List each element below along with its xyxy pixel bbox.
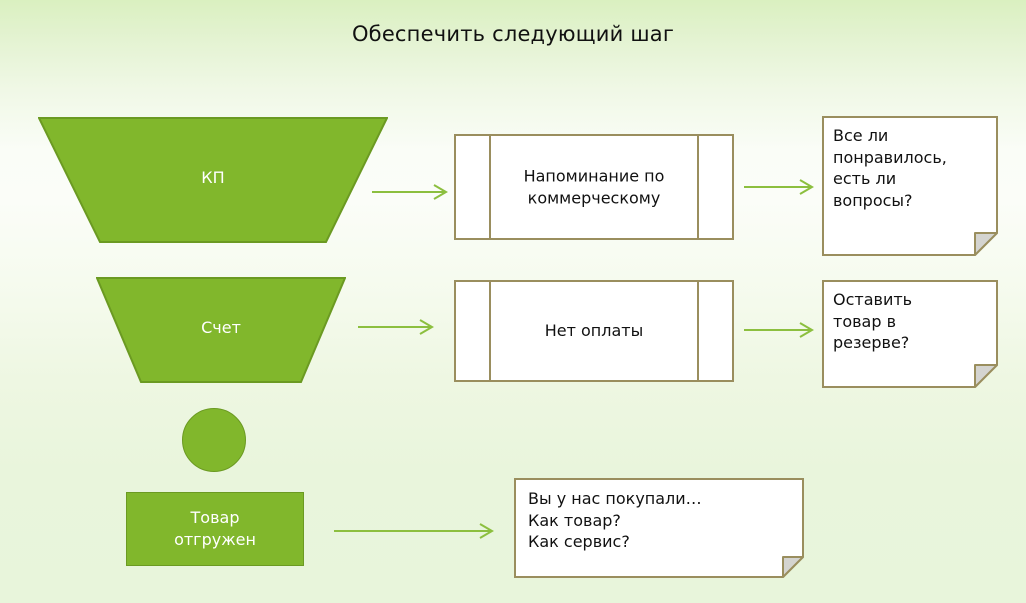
process-no-payment-shape[interactable]: Нет оплаты — [454, 280, 734, 382]
folded-note-icon — [514, 478, 804, 578]
stage-kp-shape[interactable]: КП — [38, 116, 388, 244]
stage-schet-shape[interactable]: Счет — [96, 276, 346, 384]
folded-note-icon — [822, 116, 998, 256]
process-right-bar-icon — [697, 136, 699, 238]
arrow-right-icon — [334, 523, 494, 539]
stage-circle-shape[interactable] — [182, 408, 246, 472]
folded-note-icon — [822, 280, 998, 388]
stage-shipped-shape[interactable]: Товар отгружен — [126, 492, 304, 566]
arrow-nopayment-to-reserve — [744, 318, 816, 342]
note-feedback-questions-label: Все ли понравилось, есть ли вопросы? — [833, 126, 947, 210]
stage-shipped-label: Товар отгружен — [174, 508, 256, 549]
arrow-shipped-to-followup — [334, 519, 496, 543]
arrow-right-icon — [358, 319, 434, 335]
arrow-right-icon — [744, 322, 814, 338]
process-left-bar-icon — [489, 136, 491, 238]
note-purchase-followup-shape[interactable]: Вы у нас покупали… Как товар? Как сервис… — [514, 478, 804, 578]
arrow-right-icon — [744, 179, 814, 195]
trapezoid-icon — [96, 277, 346, 383]
note-feedback-questions-shape[interactable]: Все ли понравилось, есть ли вопросы? — [822, 116, 998, 256]
process-reminder-shape[interactable]: Напоминание по коммерческому — [454, 134, 734, 240]
process-right-bar-icon — [697, 282, 699, 380]
page-title: Обеспечить следующий шаг — [351, 22, 675, 46]
process-reminder-label: Напоминание по коммерческому — [523, 166, 665, 207]
trapezoid-icon — [38, 117, 388, 243]
arrow-schet-to-nopayment — [358, 315, 436, 339]
arrow-reminder-to-feedback — [744, 175, 816, 199]
process-no-payment-label: Нет оплаты — [544, 321, 644, 341]
arrow-kp-to-reminder — [372, 180, 450, 204]
arrow-right-icon — [372, 184, 448, 200]
note-reserve-label: Оставить товар в резерве? — [833, 290, 913, 353]
process-left-bar-icon — [489, 282, 491, 380]
note-purchase-followup-label: Вы у нас покупали… Как товар? Как сервис… — [528, 489, 702, 552]
note-reserve-shape[interactable]: Оставить товар в резерве? — [822, 280, 998, 388]
